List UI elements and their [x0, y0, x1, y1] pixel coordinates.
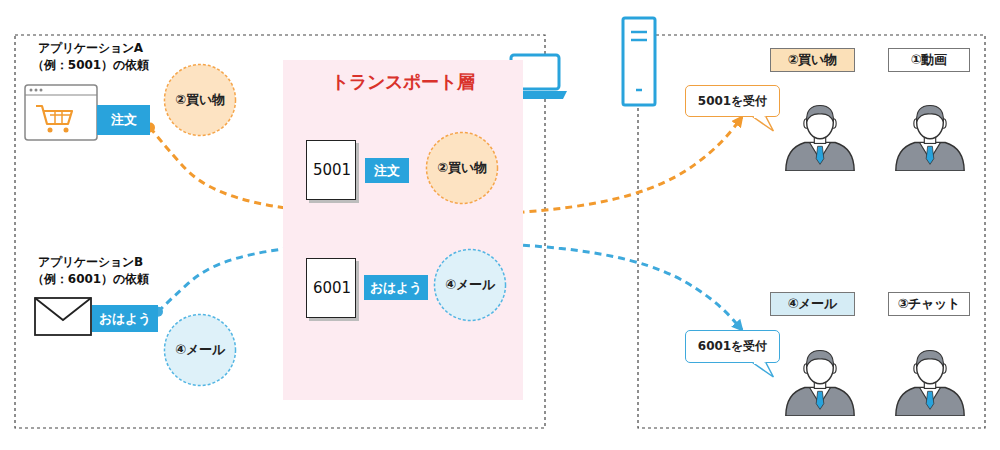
server-icon: [623, 18, 655, 105]
layer-band: トランスポート層 5001 注文 ②買い物 6001 おはよう ④メール: [283, 60, 523, 400]
speech-callout: 5001を受付: [685, 85, 780, 117]
app-request-label: アプリケーションB （例：6001）の依頼: [18, 254, 163, 288]
app-request-label: アプリケーションA （例：5001）の依頼: [18, 40, 163, 74]
message-box: 注文: [97, 105, 150, 135]
node-text: 5001: [313, 161, 351, 179]
node-text: 6001: [313, 279, 351, 297]
port-sheet: 6001: [306, 258, 356, 318]
message-box: おはよう: [92, 305, 158, 332]
node-text: ④メール: [445, 276, 495, 294]
node-text: 6001を受付: [698, 338, 767, 355]
app-circle: ④メール: [163, 313, 237, 387]
speech-callout: 6001を受付: [685, 330, 780, 363]
node-text: おはよう: [370, 279, 422, 297]
person-icon: [786, 350, 854, 416]
app-circle: ②買い物: [163, 63, 237, 137]
node-text: 5001を受付: [698, 93, 767, 110]
app-circle: ④メール: [433, 248, 507, 322]
port-sheet: 5001: [306, 140, 356, 200]
person-icon: [896, 105, 964, 171]
node-text: ②買い物: [787, 51, 837, 69]
browser-cart-icon: [25, 85, 97, 140]
envelope-icon: [35, 298, 91, 335]
node-text: ②買い物: [175, 91, 225, 109]
node-text: 注文: [111, 111, 137, 129]
node-text: ④メール: [175, 341, 225, 359]
node-text: ②買い物: [437, 159, 487, 177]
person-icon: [896, 350, 964, 416]
receiver-panel: [638, 35, 985, 428]
message-box: おはよう: [364, 275, 428, 300]
message-box: 注文: [365, 158, 409, 183]
service-tag: ④メール: [770, 292, 855, 316]
service-tag: ①動画: [888, 48, 970, 72]
sender-panel: [15, 35, 545, 428]
node-text: おはよう: [99, 310, 151, 328]
node-text: トランスポート層: [283, 70, 523, 94]
node-text: ④メール: [787, 295, 837, 313]
service-tag: ②買い物: [770, 48, 855, 72]
node-text: ③チャット: [897, 295, 960, 313]
service-tag: ③チャット: [888, 292, 970, 316]
person-icon: [786, 105, 854, 171]
node-text: ①動画: [910, 51, 947, 69]
app-circle: ②買い物: [425, 131, 499, 205]
node-text: 注文: [374, 162, 400, 180]
